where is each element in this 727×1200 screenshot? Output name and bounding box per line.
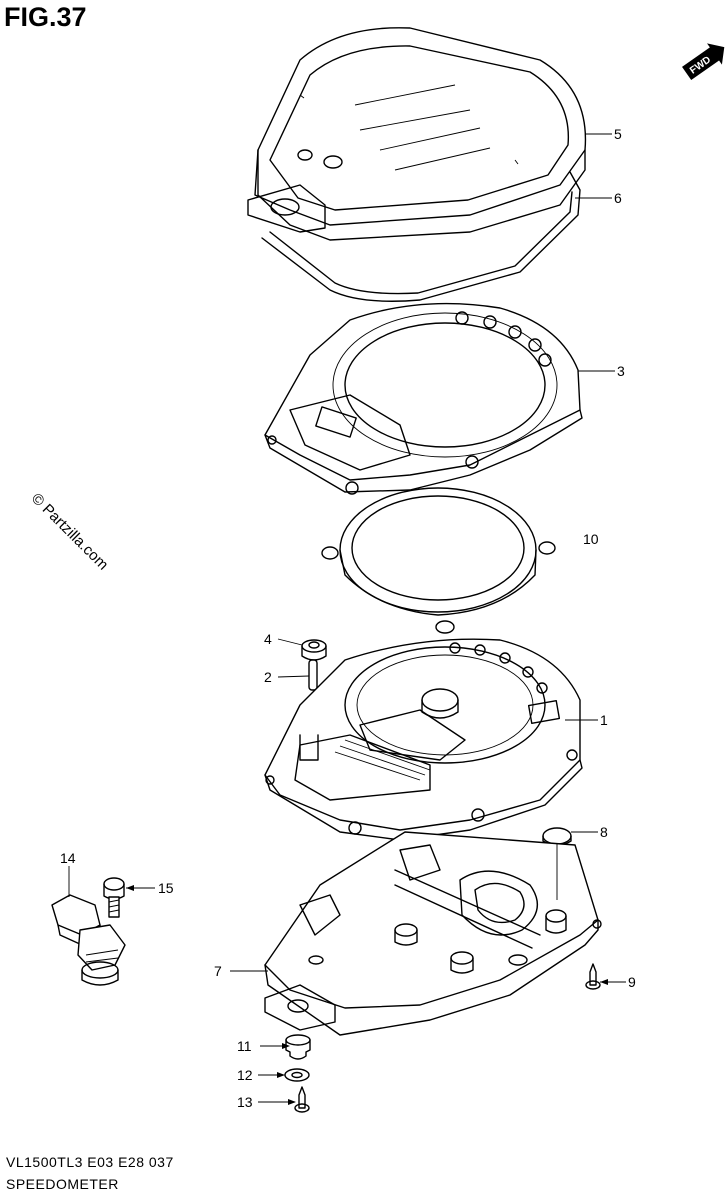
figure-title: FIG.37 <box>4 2 87 32</box>
part-label-11: 11 <box>237 1038 252 1054</box>
part-4-cap <box>301 639 327 661</box>
part-10-ring <box>321 487 556 634</box>
part-label-8: 8 <box>600 824 608 840</box>
forward-arrow-icon: FWD <box>682 43 725 81</box>
part-3-bezel <box>264 302 583 495</box>
part-1-meter-assembly <box>264 638 583 841</box>
part-label-12: 12 <box>237 1067 253 1083</box>
figure-code: VL1500TL3 E03 E28 037 <box>6 1154 174 1170</box>
part-label-9: 9 <box>628 974 636 990</box>
part-label-10: 10 <box>583 531 599 547</box>
part-5-upper-cover <box>247 27 587 241</box>
part-label-3: 3 <box>617 363 625 379</box>
part-label-6: 6 <box>614 190 622 206</box>
part-label-13: 13 <box>237 1094 253 1110</box>
part-label-1: 1 <box>600 712 608 728</box>
part-label-7: 7 <box>214 963 222 979</box>
part-label-2: 2 <box>264 669 272 685</box>
part-label-4: 4 <box>264 631 272 647</box>
part-12-washer <box>284 1068 310 1082</box>
part-label-14: 14 <box>60 850 76 866</box>
part-7-lower-case <box>264 831 602 1036</box>
part-label-5: 5 <box>614 126 622 142</box>
part-2-pin <box>308 659 318 691</box>
leader-lines <box>68 133 626 1105</box>
part-label-15: 15 <box>158 880 174 896</box>
part-11-grommet <box>285 1034 311 1060</box>
part-13-bolt <box>294 1086 310 1113</box>
part-14-speed-sensor <box>51 894 126 986</box>
figure-name: SPEEDOMETER <box>6 1176 119 1192</box>
part-15-sensor-bolt <box>103 877 125 918</box>
part-6-gasket <box>261 171 581 302</box>
part-9-screw <box>585 963 601 990</box>
